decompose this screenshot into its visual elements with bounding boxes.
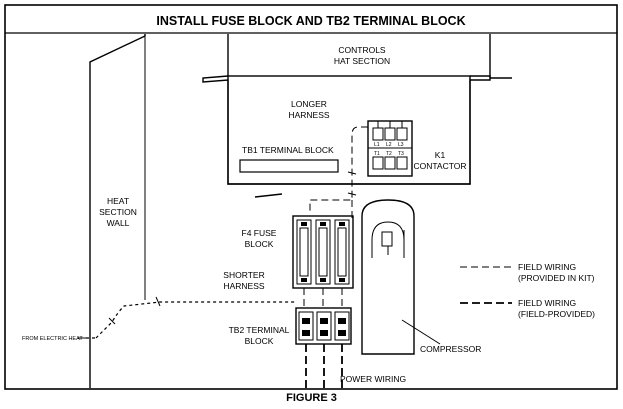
k1-label: K1 [435, 150, 446, 160]
shorter-harness-label-2: HARNESS [223, 281, 264, 291]
f4-label-1: F4 FUSE [242, 228, 277, 238]
figure-caption: FIGURE 3 [286, 392, 337, 404]
wire-tie-left [108, 317, 116, 325]
controls-label-1: CONTROLS [338, 45, 386, 55]
heat-label-1: HEAT [107, 196, 129, 206]
contactor-label: CONTACTOR [413, 161, 466, 171]
heat-label-3: WALL [107, 218, 130, 228]
figure-frame [4, 4, 618, 390]
contactor-terminal-t1: T1 [374, 151, 380, 157]
tb1-label: TB1 TERMINAL BLOCK [242, 145, 334, 155]
contactor-terminal-l1: L1 [374, 142, 380, 148]
controls-label-2: HAT SECTION [334, 56, 390, 66]
legend-kit-line1: FIELD WIRING [518, 262, 576, 272]
harness-tie-2 [347, 192, 357, 196]
compressor [361, 199, 415, 355]
legend-kit-line2: (PROVIDED IN KIT) [518, 273, 595, 283]
shorter-harness-label-1: SHORTER [223, 270, 264, 280]
electric-heat-wire [95, 301, 296, 339]
contactor-terminal-t3: T3 [398, 151, 404, 157]
compressor-label: COMPRESSOR [420, 344, 481, 354]
f4-label-2: BLOCK [245, 239, 274, 249]
heat-section-wall [89, 35, 146, 388]
legend-field-line2: (FIELD-PROVIDED) [518, 309, 595, 319]
k1-contactor [367, 120, 413, 177]
figure-title: INSTALL FUSE BLOCK AND TB2 TERMINAL BLOC… [156, 14, 465, 28]
legend-field-line1: FIELD WIRING [518, 298, 576, 308]
from-electric-heat-label: FROM ELECTRIC HEAT [22, 336, 83, 342]
longer-harness-wire [309, 126, 368, 214]
power-wiring-label: POWER WIRING [340, 374, 406, 384]
tb2-label-1: TB2 TERMINAL [229, 325, 290, 335]
longer-harness-label-1: LONGER [291, 99, 327, 109]
cabinet-panel [144, 34, 512, 79]
wire-tie-mid [155, 296, 161, 307]
compressor-leader [401, 319, 441, 345]
heat-label-2: SECTION [99, 207, 137, 217]
f4-fuse-block [292, 215, 354, 289]
longer-harness-label-2: HARNESS [288, 110, 329, 120]
tb1-terminal-block [239, 159, 339, 173]
tb2-label-2: BLOCK [245, 336, 274, 346]
contactor-terminal-t2: T2 [386, 151, 392, 157]
tb2-terminal-block [295, 307, 352, 345]
legend: FIELD WIRING (PROVIDED IN KIT) FIELD WIR… [460, 262, 595, 319]
contactor-terminal-l3: L3 [398, 142, 404, 148]
screwdriver-icon [254, 193, 283, 198]
controls-hat-section [202, 34, 491, 185]
harness-tie-1 [347, 171, 357, 175]
contactor-terminal-l2: L2 [386, 142, 392, 148]
